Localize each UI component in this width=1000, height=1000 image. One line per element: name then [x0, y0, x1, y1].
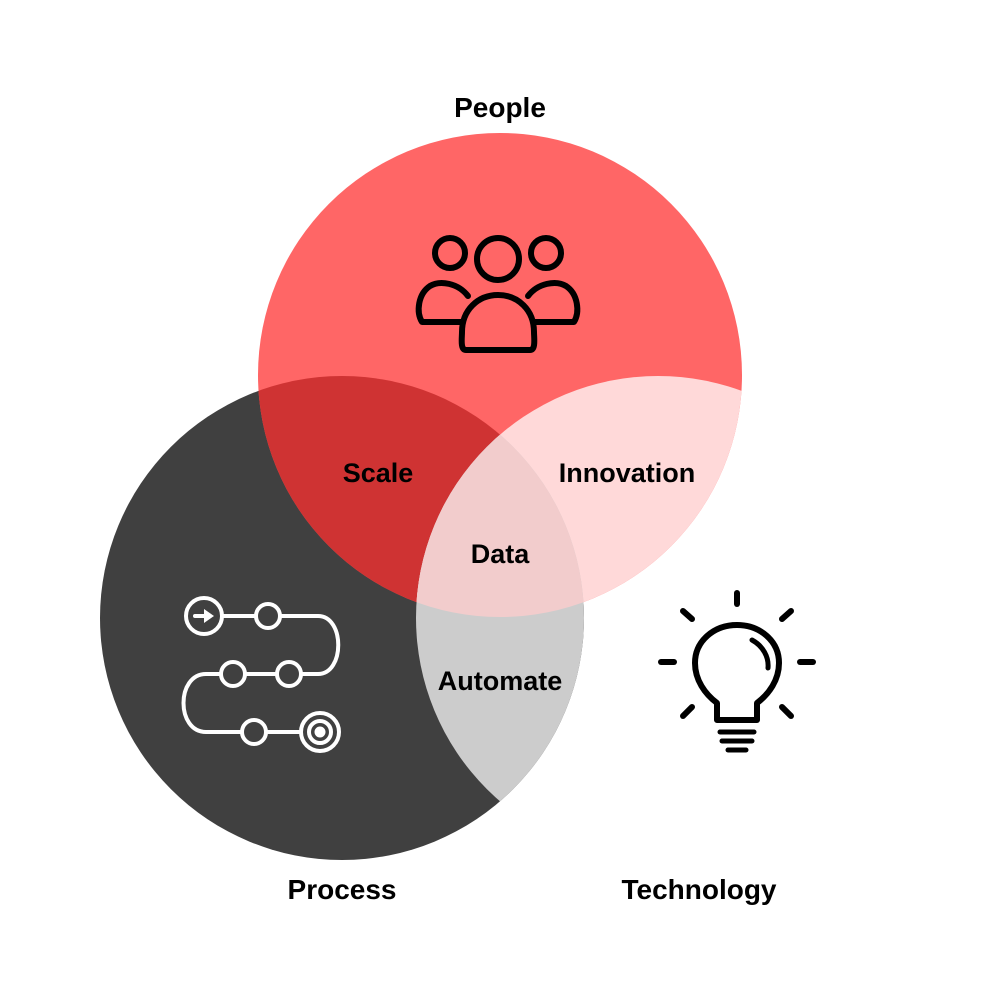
people-group-icon [415, 235, 581, 353]
people-label: People [454, 92, 546, 123]
process-flow-icon [181, 596, 341, 753]
innovation-label: Innovation [559, 458, 696, 488]
data-label: Data [471, 539, 531, 569]
automate-label: Automate [438, 666, 563, 696]
scale-label: Scale [343, 458, 414, 488]
process-label: Process [288, 874, 397, 905]
technology-label: Technology [621, 874, 776, 905]
lightbulb-icon [658, 590, 816, 753]
scale-region [258, 376, 584, 617]
data-region [416, 376, 584, 617]
